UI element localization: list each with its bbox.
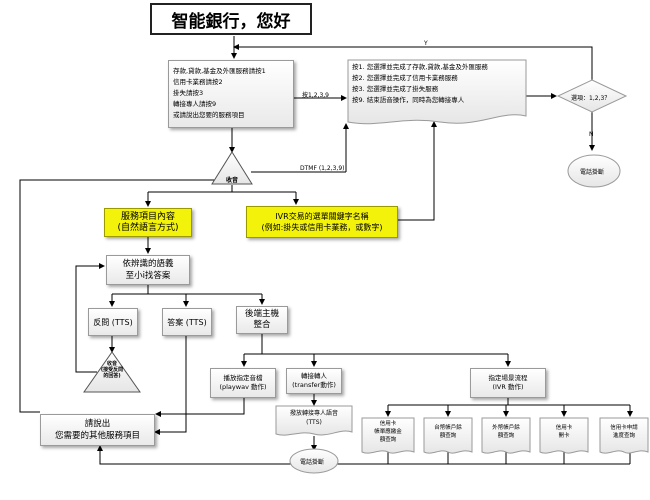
ivr-item-shape: [361, 417, 415, 454]
ask-back-box: 反問 (TTS): [88, 308, 138, 336]
ask-back-label: 反問 (TTS): [93, 317, 133, 327]
title-text: 智能銀行，您好: [171, 11, 291, 32]
main-menu-line: 掛失請按3: [173, 89, 204, 97]
receive-small-text: 收音 (接受反問 的回答): [90, 361, 134, 379]
decision-label: 選項：1,2,3？: [571, 95, 611, 102]
backend-line: 後端主機: [244, 309, 279, 319]
receive-triangle: [211, 151, 253, 185]
ivr-keywords-box: IVR交易的選單關鍵字名稱 (例如:掛失或信用卡業務，或數字): [246, 206, 398, 238]
transfer-tts-line: 撥放轉接專人語音: [289, 410, 338, 417]
dtmf-label: DTMF (1,2,3,9): [300, 165, 345, 172]
ivr-prompt-shape: [347, 59, 527, 125]
keys-label: 按1,2,3,9: [302, 92, 329, 99]
ivr-item-line: 額查詢: [497, 433, 515, 439]
service-content-line: (自然語言方式): [117, 222, 179, 233]
transfer-line: 轉接轉人: [301, 372, 327, 380]
find-answer-line: 依辨識的語義: [122, 259, 174, 269]
transfer-line: (transfer動作): [292, 381, 336, 389]
main-menu-line: 或請說出您要的服務項目: [173, 111, 245, 119]
transfer-tts-shape: [275, 405, 353, 436]
ivr-item-line: 信用卡: [555, 425, 573, 431]
play-audio-line: (playwav 動作): [219, 383, 267, 391]
title-box: 智能銀行，您好: [150, 3, 312, 35]
find-answer-box: 依辨識的語義 至小i找答案: [106, 255, 190, 285]
ivr-prompt-text: 按1. 您選擇並完成了存款,貸款,基金及外匯服務 按2. 您選擇並完成了信用卡業…: [352, 62, 524, 106]
hangup-terminal-bottom: [289, 448, 339, 474]
ivr-item-text: 信用卡 帳單應繳金 額查詢: [362, 420, 414, 444]
ivr-item-text: 信用卡申請 進度查詢: [600, 424, 648, 440]
please-say-box: 請說出 您需要的其他服務項目: [40, 414, 155, 446]
hangup-small-label: 電話掛斷: [300, 459, 325, 466]
ivr-item-line: 信用卡: [379, 421, 397, 427]
decision-diamond: [556, 79, 628, 113]
main-menu-line: 信用卡業務請按2: [173, 78, 223, 86]
receive-small-line: 的回答): [103, 373, 121, 379]
ivr-keywords-line: IVR交易的選單關鍵字名稱: [275, 212, 369, 221]
ivr-item-shape: [539, 417, 589, 454]
service-content-line: 服務項目內容: [120, 211, 175, 222]
please-say-line: 請說出: [84, 419, 111, 429]
ivr-prompt-line: 按9. 結束語音操作，同時為您轉接專人: [352, 96, 465, 104]
hangup-label: 電話掛斷: [580, 169, 605, 176]
ivr-item-line: 帳單應繳金: [374, 429, 402, 435]
transfer-box: 轉接轉人 (transfer動作): [286, 368, 342, 394]
ivr-item-text: 信用卡 開卡: [540, 424, 588, 440]
ivr-item-line: 額查詢: [439, 433, 457, 439]
ivr-item-line: 額查詢: [379, 437, 397, 443]
receive-small-line: (接受反問: [100, 367, 124, 373]
ivr-prompt-line: 按2. 您選擇並完成了信用卡業務服務: [352, 74, 458, 82]
main-menu-box: 存款,貸款,基金及外匯服務請按1 信用卡業務請按2 掛失請按3 轉接專人請按9 …: [168, 60, 294, 128]
ivr-item-shape: [423, 417, 473, 454]
main-menu-line: 轉接專人請按9: [173, 100, 217, 108]
ivr-item-line: 進度查詢: [612, 433, 635, 439]
ivr-keywords-line: (例如:掛失或信用卡業務，或數字): [261, 223, 383, 232]
main-menu-line: 存款,貸款,基金及外匯服務請按1: [173, 67, 266, 75]
answer-label: 答案 (TTS): [167, 317, 207, 327]
scenario-line: (IVR 動作): [492, 383, 524, 391]
play-audio-box: 播放指定音檔 (playwav 動作): [210, 368, 276, 398]
ivr-item-text: 台幣帳戶餘 額查詢: [424, 424, 472, 440]
no-label: N: [589, 131, 594, 138]
ivr-item-text: 外幣帳戶餘 額查詢: [482, 424, 530, 440]
scenario-box: 指定場景流程 (IVR 動作): [470, 368, 546, 398]
scenario-line: 指定場景流程: [488, 374, 528, 382]
find-answer-line: 至小i找答案: [125, 271, 171, 281]
yes-label: Y: [424, 40, 428, 47]
play-audio-line: 播放指定音檔: [223, 374, 263, 382]
backend-line: 整合: [253, 320, 271, 330]
ivr-item-line: 開卡: [558, 433, 570, 439]
answer-box: 答案 (TTS): [162, 308, 212, 336]
backend-box: 後端主機 整合: [236, 306, 288, 334]
receive-small-line: 收音: [106, 361, 117, 367]
transfer-tts-line: (TTS): [306, 419, 322, 426]
ivr-prompt-line: 按1. 您選擇並完成了存款,貸款,基金及外匯服務: [352, 63, 488, 71]
please-say-line: 您需要的其他服務項目: [54, 431, 140, 441]
ivr-item-shape: [599, 417, 649, 454]
receive-small-triangle: [83, 351, 141, 393]
receive-label: 收音: [226, 177, 239, 184]
ivr-item-line: 信用卡申請: [610, 425, 638, 431]
ivr-item-shape: [481, 417, 531, 454]
transfer-tts-text: 撥放轉接專人語音 (TTS): [276, 409, 352, 427]
hangup-terminal-top: [567, 154, 621, 188]
ivr-item-line: 外幣帳戶餘: [492, 425, 520, 431]
service-content-box: 服務項目內容 (自然語言方式): [104, 208, 192, 237]
ivr-prompt-line: 按3. 您選擇並完成了掛失服務: [352, 85, 439, 93]
ivr-item-line: 台幣帳戶餘: [434, 425, 462, 431]
